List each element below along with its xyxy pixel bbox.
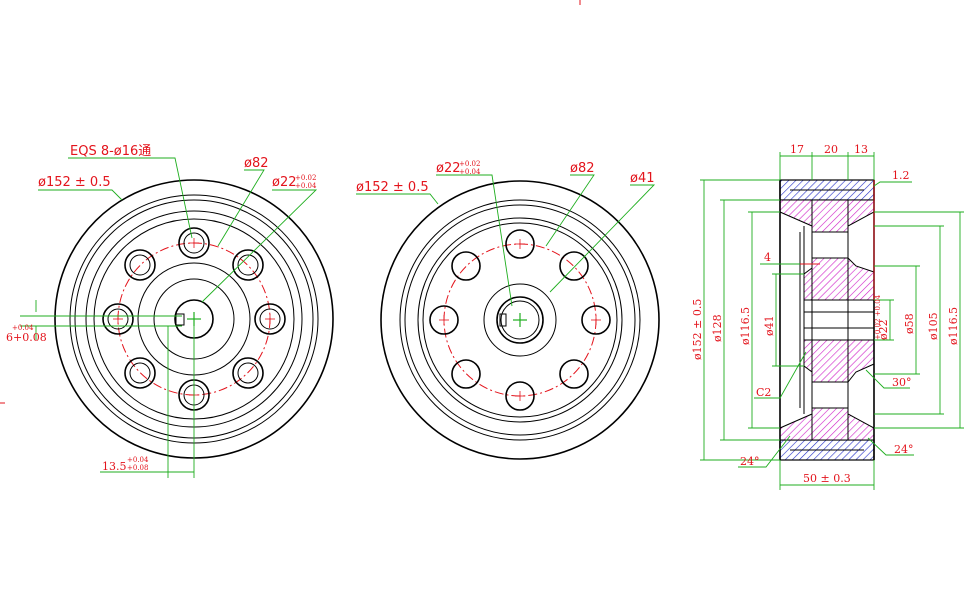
front-key-depth-tol-lower: +0.08 [127,464,148,472]
front-key-tol-upper: +0.04 [12,324,34,332]
front-key-depth: 13.5 [102,460,127,473]
front-key-depth-tol-upper: +0.04 [127,456,149,464]
front-bolt-holes [102,227,286,411]
section-width-c: 13 [854,143,868,156]
middle-bolt-holes [429,229,611,411]
middle-bore [496,296,544,344]
section-angle-30: 30° [892,376,912,389]
front-view: EQS 8-ø16通 ø152 ± 0.5 ø82 ø22 +0.02 +0.0… [6,144,334,478]
section-width-a: 17 [790,143,804,156]
middle-outer-rim [380,180,660,460]
front-pcd: ø82 [244,156,269,171]
section-bore: ø22 [877,319,890,340]
front-outer-dia: ø152 ± 0.5 [38,175,111,190]
front-bore-dia: ø22 [272,175,297,190]
section-body-bottom [779,407,875,441]
section-dia-58: ø58 [903,313,916,334]
section-dia-41: ø41 [763,315,776,336]
middle-hub-dia: ø41 [630,171,655,186]
section-hub-bottom [803,339,875,383]
middle-outer-dia: ø152 ± 0.5 [356,180,429,195]
section-overall-width: 50 ± 0.3 [803,472,851,485]
section-view: 17 20 13 1.2 4 ø152 ± 0.5 ø128 ø116.5 ø4… [691,143,964,490]
section-dia-116-right: ø116.5 [947,307,960,345]
middle-bore-tol-upper: +0.02 [459,160,480,168]
section-angle-24-right: 24° [894,443,914,456]
section-dia-128: ø128 [711,314,724,342]
front-hole-callout: EQS 8-ø16通 [70,144,151,159]
middle-pcd: ø82 [570,161,595,176]
front-bore-tol-lower: +0.04 [295,182,317,190]
front-bore-tol-upper: +0.02 [295,174,316,182]
section-angle-24-left: 24° [740,455,760,468]
section-dia-116-left: ø116.5 [739,307,752,345]
section-chamfer: C2 [756,386,771,399]
middle-view: ø22 +0.02 +0.04 ø82 ø41 ø152 ± 0.5 [356,160,660,460]
section-tread-thickness: 1.2 [892,169,910,182]
section-dia-outer: ø152 ± 0.5 [691,299,704,360]
section-dia-105: ø105 [927,312,940,340]
middle-bore-dia: ø22 [436,161,461,176]
section-bore-tol: +0.02 +0.04 [874,294,882,340]
section-width-b: 20 [824,143,838,156]
middle-bore-tol-lower: +0.04 [459,168,481,176]
front-key-tol-lower: 6+0.08 [6,331,47,344]
section-body-top [779,199,875,233]
section-web-gap: 4 [764,251,771,264]
